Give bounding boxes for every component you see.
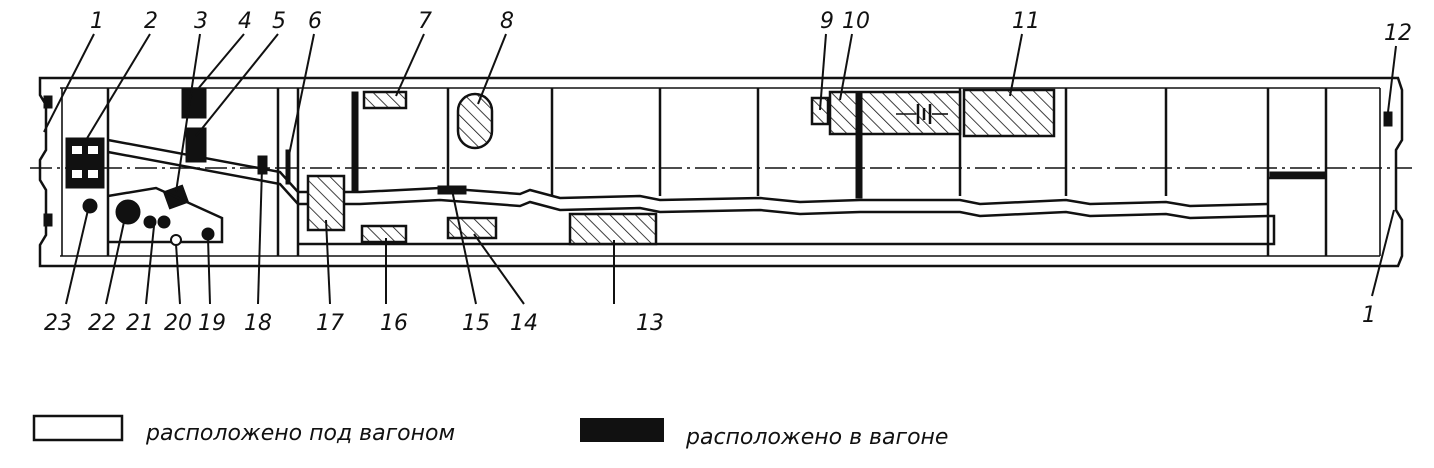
callout-22: 22 (88, 311, 116, 336)
callout-5: 5 (272, 9, 286, 34)
equipment-partition-bar (351, 91, 359, 193)
callout-18: 18 (244, 311, 272, 336)
battery-symbol (896, 104, 948, 124)
legend-label-under-car: расположено под вагоном (145, 421, 455, 446)
callout-numbers: 1 2 3 4 5 6 7 8 9 10 11 12 23 22 21 20 1… (44, 9, 1412, 336)
callout-17: 17 (316, 311, 344, 336)
callout-14: 14 (510, 311, 538, 336)
callout-21: 21 (126, 311, 154, 336)
equipment-21-tank (143, 215, 157, 229)
equipment-22-tank (115, 199, 141, 225)
equipment-partition-right (1269, 171, 1327, 179)
callout-15: 15 (462, 311, 490, 336)
left-end-equipment (43, 95, 105, 227)
equipment-11-box (962, 88, 1056, 138)
equipment-8-tank (456, 92, 494, 150)
callout-13: 13 (636, 311, 664, 336)
callout-7: 7 (418, 9, 432, 34)
leader-lines (43, 33, 1397, 305)
equipment-20-valve (170, 234, 182, 246)
legend-label-inside-car: расположено в вагоне (685, 425, 948, 450)
equipment-14-box (446, 216, 498, 240)
callout-23: 23 (44, 311, 72, 336)
callout-3: 3 (194, 9, 208, 34)
callout-12: 12 (1384, 21, 1412, 46)
callout-9: 9 (820, 9, 834, 34)
equipment-6-strip (285, 149, 291, 185)
callout-6: 6 (308, 9, 322, 34)
legend: расположено под вагоном расположено в ва… (32, 414, 948, 450)
callout-10: 10 (842, 9, 870, 34)
callout-11: 11 (1012, 9, 1040, 34)
callout-2: 2 (144, 9, 158, 34)
callout-4: 4 (238, 9, 252, 34)
equipment-7-box (362, 90, 408, 110)
equipment-13-box (568, 212, 658, 246)
legend-swatch-under-car (32, 414, 124, 442)
car-body (30, 76, 1412, 268)
callout-1-top: 1 (90, 9, 104, 34)
equipment-21b-tank (157, 215, 171, 229)
equipment-23-tank (82, 198, 98, 214)
callout-8: 8 (500, 9, 514, 34)
callout-20: 20 (164, 311, 192, 336)
right-end-equipment (1383, 111, 1393, 127)
equipment-blocks (82, 87, 1327, 246)
compartment-partitions (106, 88, 1328, 256)
callout-19: 19 (198, 311, 226, 336)
legend-swatch-inside-car (580, 418, 664, 442)
equipment-5-block (185, 127, 207, 163)
equipment-10-bar (855, 91, 863, 199)
callout-1-bottom: 1 (1362, 303, 1376, 328)
corridor-wall (107, 138, 1326, 246)
equipment-10-box (828, 90, 962, 136)
callout-16: 16 (380, 311, 408, 336)
equipment-16-box (360, 224, 408, 244)
